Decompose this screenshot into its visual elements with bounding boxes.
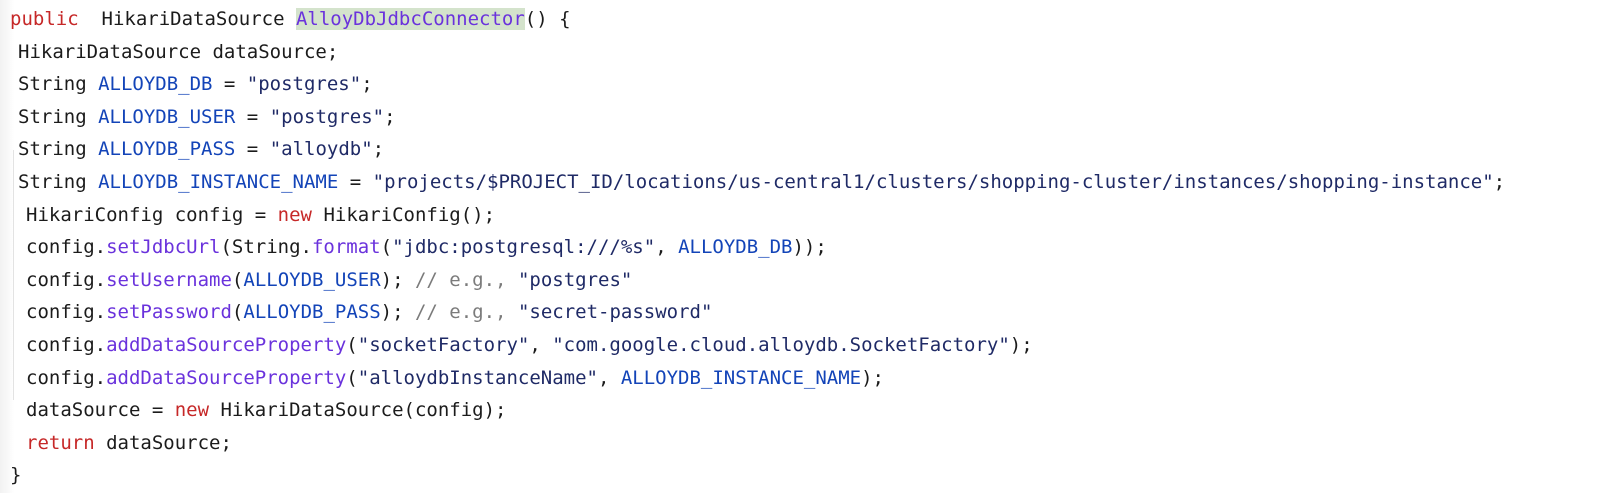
code-token-ident: ALLOYDB_PASS: [98, 138, 236, 161]
code-token-plain: config.: [26, 301, 107, 324]
code-token-plain: String: [18, 170, 99, 193]
code-token-ident: ALLOYDB_INSTANCE_NAME: [98, 170, 339, 193]
code-token-plain: HikariConfig config =: [26, 203, 278, 226]
code-line[interactable]: String ALLOYDB_USER = "postgres";: [0, 101, 1600, 134]
code-token-method: addDataSourceProperty: [106, 333, 347, 356]
code-token-plain: ;: [384, 105, 396, 128]
code-token-plain: );: [380, 301, 415, 324]
code-token-plain: (: [231, 268, 244, 291]
code-token-plain: (: [346, 333, 358, 356]
code-token-plain: config.: [26, 236, 107, 259]
code-token-plain: ,: [655, 236, 679, 259]
code-line[interactable]: config.setUsername(ALLOYDB_USER); // e.g…: [0, 264, 1600, 297]
code-line[interactable]: return dataSource;: [0, 427, 1600, 460]
code-token-plain: config.: [26, 268, 107, 291]
code-token-plain: () {: [524, 8, 571, 30]
code-token-plain: String: [18, 105, 99, 128]
code-token-ident: ALLOYDB_DB: [678, 236, 793, 259]
code-token-plain: ));: [792, 236, 827, 259]
code-token-plain: (: [380, 236, 393, 259]
code-token-method: setUsername: [106, 268, 232, 291]
code-line[interactable]: public HikariDataSource AlloyDbJdbcConne…: [0, 3, 1600, 36]
code-token-ident: ALLOYDB_INSTANCE_NAME: [620, 366, 862, 389]
code-token-plain: );: [380, 268, 415, 291]
code-token-plain: config.: [26, 366, 107, 389]
code-token-plain: ,: [529, 333, 553, 356]
code-token-string: "jdbc:postgresql:///%s": [392, 236, 656, 259]
code-token-plain: ;: [372, 138, 385, 161]
code-token-method: setJdbcUrl: [106, 236, 221, 259]
code-token-keyword: new: [174, 399, 210, 422]
code-token-string: "secret-password": [517, 301, 713, 324]
code-token-plain: config.: [26, 333, 107, 356]
code-token-comment: // e.g.,: [414, 268, 518, 291]
code-token-plain: (String.: [220, 236, 312, 259]
code-token-string: "postgres": [246, 73, 362, 96]
code-token-string: "projects/$PROJECT_ID/locations/us-centr…: [372, 170, 1494, 193]
code-line[interactable]: config.addDataSourceProperty("socketFact…: [0, 329, 1600, 362]
code-line[interactable]: String ALLOYDB_DB = "postgres";: [0, 68, 1600, 101]
code-token-ident: ALLOYDB_DB: [98, 73, 213, 96]
code-line[interactable]: }: [0, 459, 1600, 492]
code-token-plain: HikariDataSource: [78, 8, 296, 30]
code-token-plain: );: [1009, 333, 1033, 356]
code-token-plain: ;: [361, 73, 373, 96]
code-token-plain: dataSource;: [94, 431, 232, 454]
code-token-plain: HikariDataSource dataSource;: [18, 40, 339, 63]
code-token-keyword: new: [277, 203, 312, 226]
code-token-ident: ALLOYDB_PASS: [243, 301, 381, 324]
code-line[interactable]: HikariDataSource dataSource;: [0, 36, 1600, 69]
code-token-plain: );: [861, 366, 884, 389]
code-token-plain: =: [212, 73, 247, 96]
code-token-string: "postgres": [269, 105, 385, 128]
code-line[interactable]: dataSource = new HikariDataSource(config…: [0, 394, 1600, 427]
code-block[interactable]: public HikariDataSource AlloyDbJdbcConne…: [0, 3, 1600, 492]
code-token-plain: =: [235, 138, 270, 161]
code-token-string: "socketFactory": [357, 333, 530, 356]
code-token-plain: }: [10, 464, 22, 487]
code-token-plain: (: [231, 301, 244, 324]
code-line[interactable]: String ALLOYDB_PASS = "alloydb";: [0, 133, 1600, 166]
code-token-ctor: AlloyDbJdbcConnector: [295, 8, 525, 30]
code-token-plain: ;: [1493, 170, 1506, 193]
code-token-keyword: public: [10, 8, 79, 30]
code-token-ident: ALLOYDB_USER: [98, 105, 236, 128]
code-token-plain: HikariConfig();: [312, 203, 496, 226]
code-line[interactable]: config.setJdbcUrl(String.format("jdbc:po…: [0, 231, 1600, 264]
code-token-plain: ,: [597, 366, 621, 389]
code-token-plain: dataSource =: [26, 399, 175, 422]
code-token-string: "postgres": [517, 268, 633, 291]
code-token-method: addDataSourceProperty: [106, 366, 347, 389]
code-token-plain: =: [338, 170, 373, 193]
code-token-plain: (: [346, 366, 358, 389]
code-token-plain: String: [18, 138, 99, 161]
code-token-plain: String: [18, 73, 99, 96]
code-line[interactable]: String ALLOYDB_INSTANCE_NAME = "projects…: [0, 166, 1600, 199]
code-token-plain: =: [235, 105, 270, 128]
code-line[interactable]: config.addDataSourceProperty("alloydbIns…: [0, 362, 1600, 395]
code-token-string: "com.google.cloud.alloydb.SocketFactory": [552, 333, 1010, 356]
code-token-method: setPassword: [106, 301, 232, 324]
code-token-method: format: [311, 236, 381, 259]
code-token-plain: HikariDataSource(config);: [209, 399, 507, 422]
code-token-string: "alloydbInstanceName": [357, 366, 598, 389]
code-line[interactable]: HikariConfig config = new HikariConfig()…: [0, 199, 1600, 232]
code-token-ident: ALLOYDB_USER: [243, 268, 381, 291]
code-token-string: "alloydb": [269, 138, 373, 161]
code-token-comment: // e.g.,: [414, 301, 518, 324]
code-token-keyword: return: [26, 431, 95, 454]
code-line[interactable]: config.setPassword(ALLOYDB_PASS); // e.g…: [0, 296, 1600, 329]
